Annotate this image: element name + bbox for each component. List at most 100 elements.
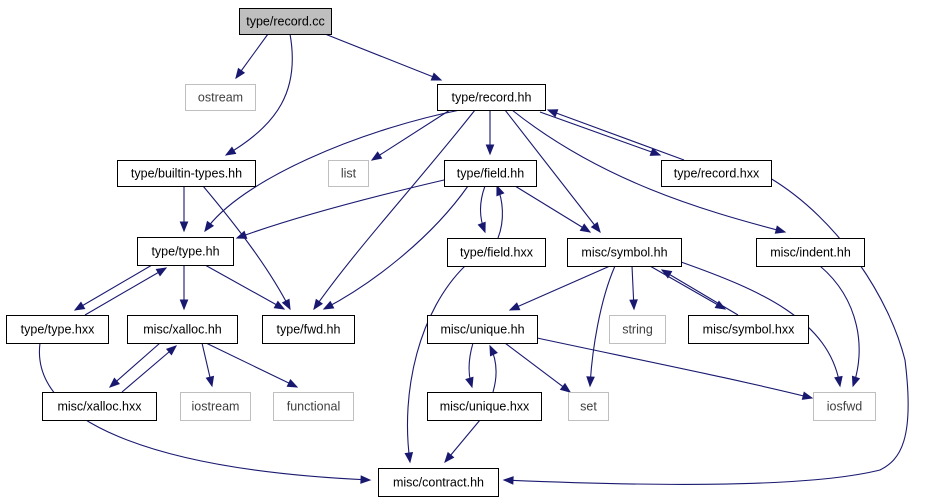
arrowhead [224, 146, 237, 156]
node-box [437, 84, 546, 111]
arrowhead [629, 299, 638, 311]
arrowhead [496, 184, 505, 197]
node-label: type/field.hh [457, 167, 524, 181]
node-iosfwd: iosfwd [813, 392, 876, 421]
node-label: string [622, 323, 653, 337]
edge-line [236, 179, 445, 239]
arrowhead [281, 298, 291, 311]
edge-unique-hxx-to-contract-hh [444, 419, 481, 464]
node-box [609, 315, 666, 344]
edge-record-cc-to-builtin-types [224, 33, 293, 156]
node-functional: functional [273, 392, 354, 421]
arrowhead [404, 452, 414, 464]
node-label: type/record.hh [452, 91, 532, 105]
edge-builtin-types-to-fwd-hh [202, 185, 291, 311]
node-box [180, 392, 251, 421]
edge-record-hh-to-record-hxx [539, 111, 662, 156]
node-label: type/fwd.hh [277, 323, 341, 337]
arrowhead [205, 375, 215, 388]
edge-field-hh-to-type-hh [235, 179, 445, 239]
edge-line [547, 109, 685, 161]
arrowhead [579, 223, 592, 233]
edge-line [38, 342, 371, 481]
node-label: type/builtin-types.hh [131, 167, 242, 181]
arrowhead [801, 391, 814, 400]
arrowhead [774, 225, 787, 234]
node-builtin-types[interactable]: type/builtin-types.hh [117, 160, 256, 187]
node-box [567, 238, 682, 267]
node-symbol-hh[interactable]: misc/symbol.hh [567, 238, 682, 267]
node-label: misc/unique.hxx [440, 400, 530, 414]
edge-type-hxx-to-type-hh [84, 267, 168, 316]
arrowhead [273, 300, 286, 310]
edge-record-hh-to-indent-hh [511, 109, 787, 234]
node-field-hxx[interactable]: type/field.hxx [447, 238, 546, 267]
arrowhead [360, 475, 372, 484]
edge-field-hh-to-symbol-hh [514, 185, 592, 233]
node-record-hh[interactable]: type/record.hh [437, 84, 546, 111]
node-label: misc/xalloc.hxx [57, 400, 142, 414]
arrowhead [590, 221, 601, 234]
node-fwd-hh[interactable]: type/fwd.hh [262, 315, 355, 344]
edge-field-hh-to-fwd-hh [322, 185, 469, 310]
edge-line [407, 265, 466, 463]
edge-line [680, 261, 841, 387]
arrowhead [322, 300, 335, 310]
edge-line [109, 342, 161, 388]
arrowhead [586, 376, 595, 388]
node-type-hh[interactable]: type/type.hh [137, 237, 234, 266]
node-xalloc-hxx[interactable]: misc/xalloc.hxx [42, 392, 157, 421]
edge-record-cc-to-ostream [235, 33, 269, 80]
arrowhead [313, 298, 324, 311]
edge-line [323, 185, 469, 310]
arrowhead [834, 375, 843, 388]
node-box [137, 237, 234, 266]
node-label: iosfwd [827, 400, 862, 414]
edge-record-hh-to-fwd-hh [313, 109, 476, 311]
node-unique-hh[interactable]: misc/unique.hh [427, 315, 538, 344]
arrowhead [155, 267, 168, 277]
node-symbol-hxx[interactable]: misc/symbol.hxx [688, 315, 809, 344]
edge-line [536, 337, 813, 399]
edge-line [204, 109, 461, 232]
node-type-hxx[interactable]: type/type.hxx [6, 315, 109, 344]
node-box [661, 160, 772, 187]
node-label: misc/indent.hh [770, 246, 851, 260]
edge-line [589, 265, 616, 387]
node-box [813, 392, 876, 421]
node-record-hxx[interactable]: type/record.hxx [661, 160, 772, 187]
node-contract-hh[interactable]: misc/contract.hh [378, 468, 499, 497]
node-indent-hh[interactable]: misc/indent.hh [756, 238, 865, 267]
edge-line [205, 342, 298, 388]
node-unique-hxx[interactable]: misc/unique.hxx [427, 392, 542, 421]
edge-line [819, 265, 860, 387]
edges-layer [38, 33, 909, 486]
arrowhead [286, 378, 299, 388]
node-label: misc/symbol.hxx [703, 323, 795, 337]
node-field-hh[interactable]: type/field.hh [444, 160, 537, 187]
node-box [568, 392, 609, 421]
edge-indent-hh-to-iosfwd [819, 265, 861, 388]
edge-line [204, 264, 285, 310]
arrowhead [660, 269, 673, 279]
edge-record-hxx-to-record-hh [546, 109, 685, 161]
edge-symbol-hh-to-symbol-hxx [649, 265, 727, 310]
edge-record-hh-to-field-hh [485, 110, 495, 156]
node-label: type/record.cc [246, 15, 325, 29]
node-record-cc[interactable]: type/record.cc [239, 8, 332, 35]
node-set: set [568, 392, 609, 421]
node-label: functional [287, 400, 341, 414]
node-label: misc/xalloc.hh [143, 323, 222, 337]
edge-record-cc-to-record-hh [324, 33, 443, 81]
node-label: misc/unique.hh [440, 323, 524, 337]
edge-field-hxx-to-field-hh [496, 184, 505, 239]
edge-unique-hh-to-iosfwd [536, 337, 814, 400]
node-xalloc-hh[interactable]: misc/xalloc.hh [127, 315, 238, 344]
node-string: string [609, 315, 666, 344]
edge-unique-hh-to-set [504, 342, 572, 393]
node-label: set [580, 400, 597, 414]
node-label: iostream [192, 400, 240, 414]
node-box [127, 315, 238, 344]
edge-line [371, 109, 451, 161]
